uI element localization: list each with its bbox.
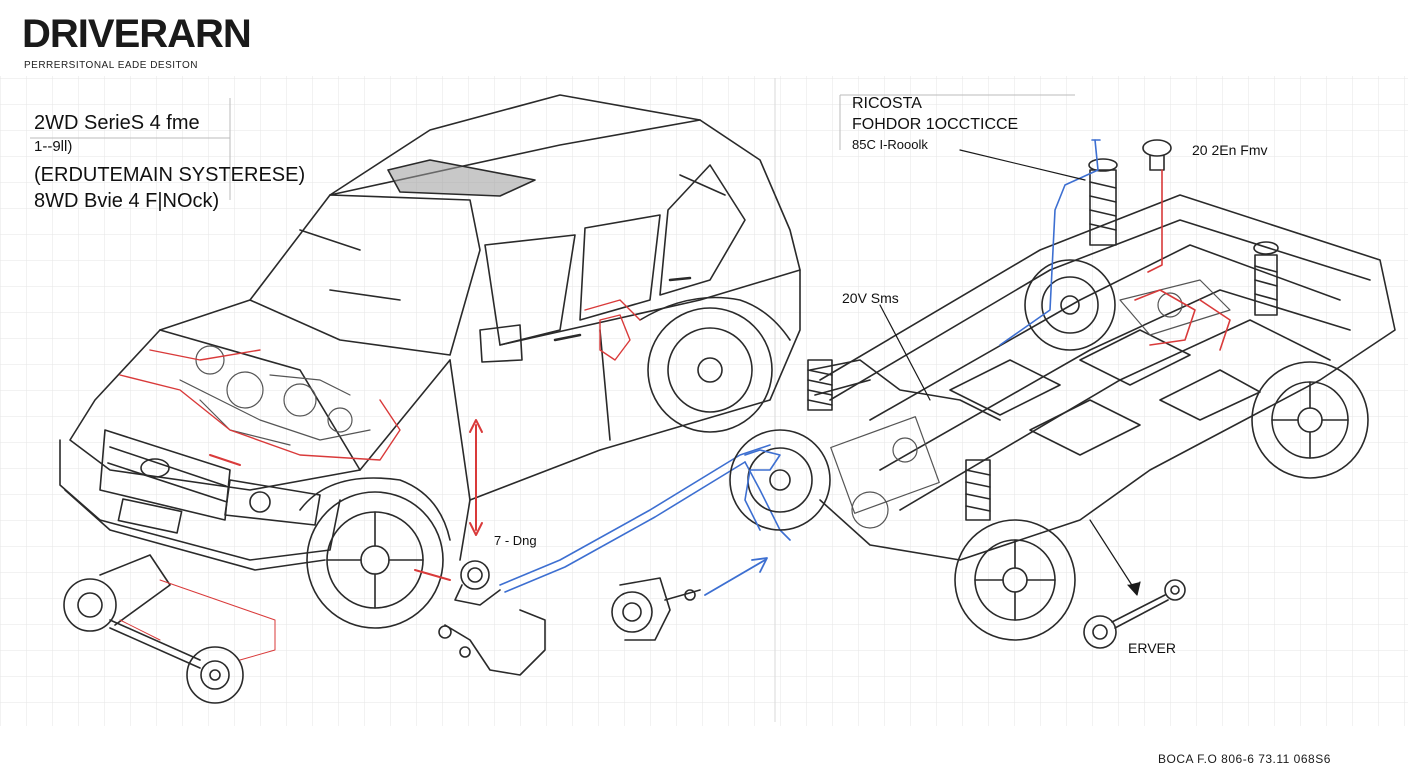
driver-hub (1083, 579, 1186, 649)
arrow-blue (704, 557, 768, 596)
sensor-module (611, 577, 701, 641)
coil-spring-rear (1088, 158, 1118, 246)
callout-line-1: RICOSTA (852, 95, 922, 112)
top-mount (1142, 139, 1172, 171)
outline-red-box (119, 579, 276, 661)
arrow-red-vertical (469, 419, 483, 536)
wheel-front-left (729, 429, 831, 531)
callout-line-2: FOHDOR 1OCCTICCE (852, 116, 1019, 133)
label-hub: 7 - Dng (494, 533, 537, 548)
coil-spring-mid (965, 459, 991, 521)
coil-spring-front (807, 359, 833, 411)
callout-line-3: 85C I-Rooolk (852, 137, 928, 152)
spec-line-3: (ERDUTEMAIN SYSTERESE) (34, 164, 306, 186)
wheel-rear-left (1024, 259, 1116, 351)
wiring-red-rear (1134, 169, 1231, 351)
shock-absorber-right (1253, 241, 1279, 316)
brake-axle-assembly (63, 554, 244, 704)
wheel-rear-right (1251, 361, 1369, 479)
chassis-frame (729, 139, 1396, 641)
wheel-front-right (954, 519, 1076, 641)
wiring-red-front (119, 299, 641, 466)
diagram-title: DRIVERARN (22, 12, 252, 56)
spec-line-2: 1--9ll) (34, 138, 73, 155)
hub-assembly (438, 560, 546, 676)
diagram-subtitle: PERRERSITONAL EADE DESITON (24, 60, 198, 71)
cable-blue-upper (744, 139, 1101, 531)
label-driver: ERVER (1128, 640, 1176, 656)
spec-line-4: 8WD Bvie 4 F|NOck) (34, 190, 220, 212)
suv-body (59, 94, 801, 629)
spec-line-1: 2WD SerieS 4 fme (34, 112, 200, 134)
label-top-right: 20 2En Fmv (1192, 142, 1268, 158)
label-mid-chassis: 20V Sms (842, 290, 899, 306)
arrow-red-hub (414, 569, 451, 581)
leader-lines (879, 149, 1141, 596)
footer-code: BOCA F.O 806-6 73.11 068S6 (1158, 752, 1331, 766)
